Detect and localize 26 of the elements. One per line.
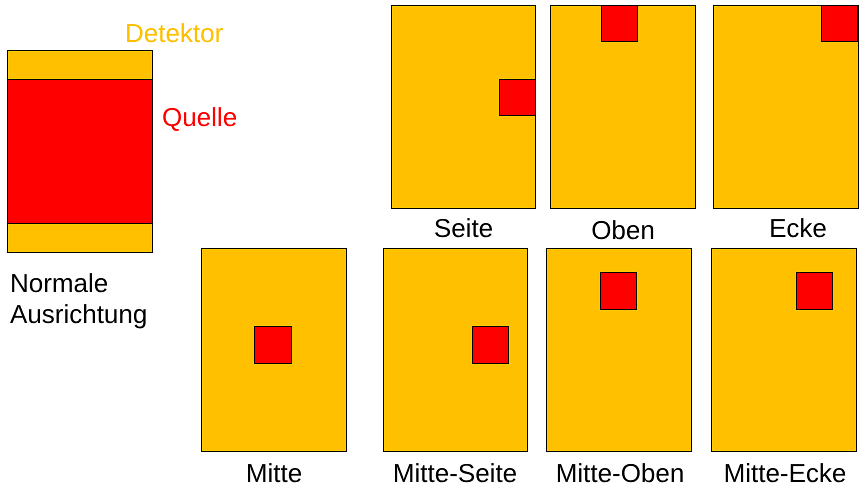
source-square bbox=[601, 5, 638, 42]
detector-rect bbox=[550, 5, 696, 209]
source-square bbox=[472, 326, 509, 364]
detector-rect bbox=[546, 248, 692, 452]
source-square bbox=[499, 79, 536, 116]
node-label: Mitte-Ecke bbox=[722, 458, 848, 489]
source-square bbox=[7, 79, 153, 224]
detector-rect bbox=[201, 248, 347, 452]
node-label: Mitte-Oben bbox=[554, 458, 686, 489]
detector-rect bbox=[713, 5, 859, 209]
node-label: Seite bbox=[432, 213, 494, 244]
node-label: Mitte bbox=[244, 458, 304, 489]
node-label: Quelle bbox=[162, 102, 238, 133]
source-square bbox=[821, 5, 858, 42]
detector-rect bbox=[711, 248, 857, 452]
node-label: Ecke bbox=[768, 213, 828, 244]
node-label: Mitte-Seite bbox=[392, 458, 518, 489]
detector-rect bbox=[391, 5, 536, 209]
node-label: Detektor bbox=[125, 18, 224, 49]
detector-rect bbox=[383, 248, 528, 452]
source-square bbox=[796, 272, 833, 310]
node-label: Normale Ausrichtung bbox=[10, 268, 148, 330]
source-square bbox=[254, 326, 292, 364]
node-label: Oben bbox=[590, 215, 656, 246]
source-square bbox=[600, 272, 637, 310]
detector-rect bbox=[7, 50, 153, 253]
